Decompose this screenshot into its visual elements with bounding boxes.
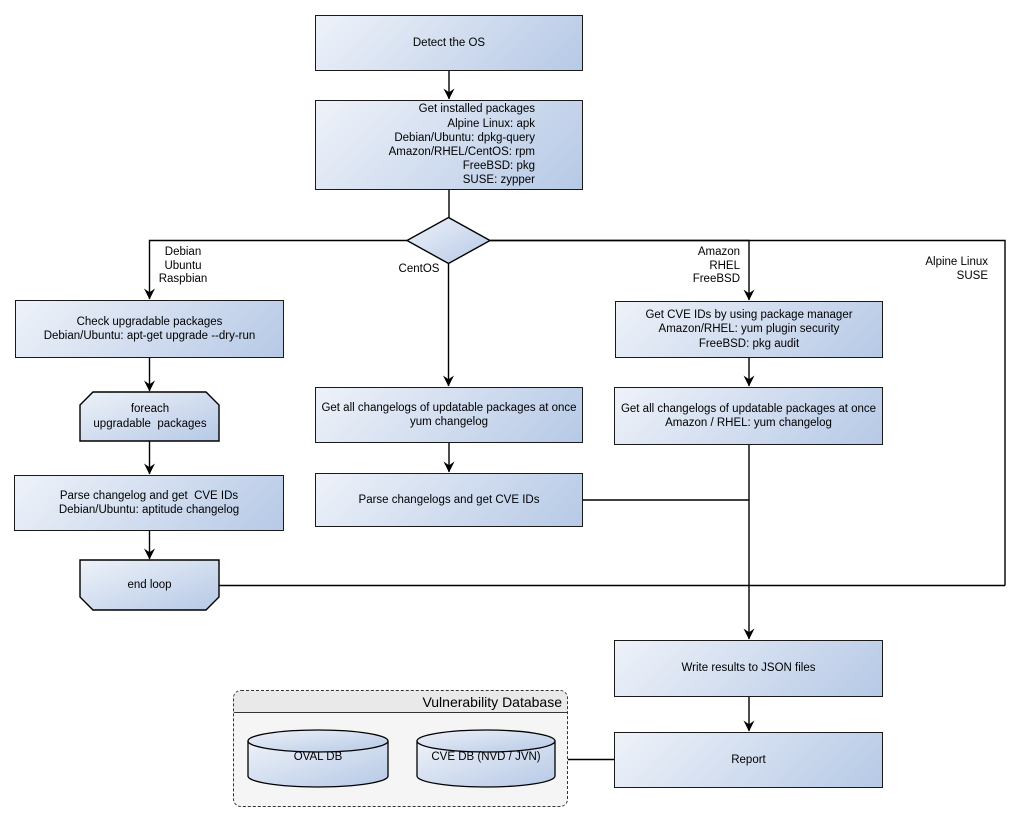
node-get-cve-ids-package-manager: Get CVE IDs by using package manager Ama…	[615, 301, 883, 358]
node-detect-os: Detect the OS	[315, 15, 583, 71]
edge-label-centos-branch: CentOS	[398, 263, 440, 275]
foreach-loop-label: foreach upgradable packages	[93, 403, 207, 430]
edge-label-alpine-branch: Alpine Linux SUSE	[925, 256, 988, 282]
node-parse-changelog-debian: Parse changelog and get CVE IDs Debian/U…	[14, 475, 284, 531]
node-get-changelogs-amazon: Get all changelogs of updatable packages…	[614, 387, 883, 445]
cve-db-label: CVE DB (NVD / JVN)	[431, 751, 541, 764]
edge-label-amazon-branch: Amazon RHEL FreeBSD	[692, 246, 740, 286]
edge-label-debian-branch: Debian Ubuntu Raspbian	[158, 246, 208, 286]
node-get-installed-packages: Get installed packages Alpine Linux: apk…	[315, 100, 583, 190]
oval-db-label: OVAL DB	[293, 751, 343, 764]
node-write-results-json: Write results to JSON files	[614, 640, 883, 697]
cluster-title: Vulnerability Database	[234, 691, 567, 713]
os-decision-diamond	[405, 216, 492, 265]
node-get-changelogs-centos: Get all changelogs of updatable packages…	[315, 387, 583, 443]
end-loop-label: end loop	[127, 578, 172, 591]
node-report: Report	[614, 732, 883, 788]
node-check-upgradable-packages: Check upgradable packages Debian/Ubuntu:…	[15, 300, 284, 358]
node-parse-changelogs-centos: Parse changelogs and get CVE IDs	[315, 473, 583, 527]
